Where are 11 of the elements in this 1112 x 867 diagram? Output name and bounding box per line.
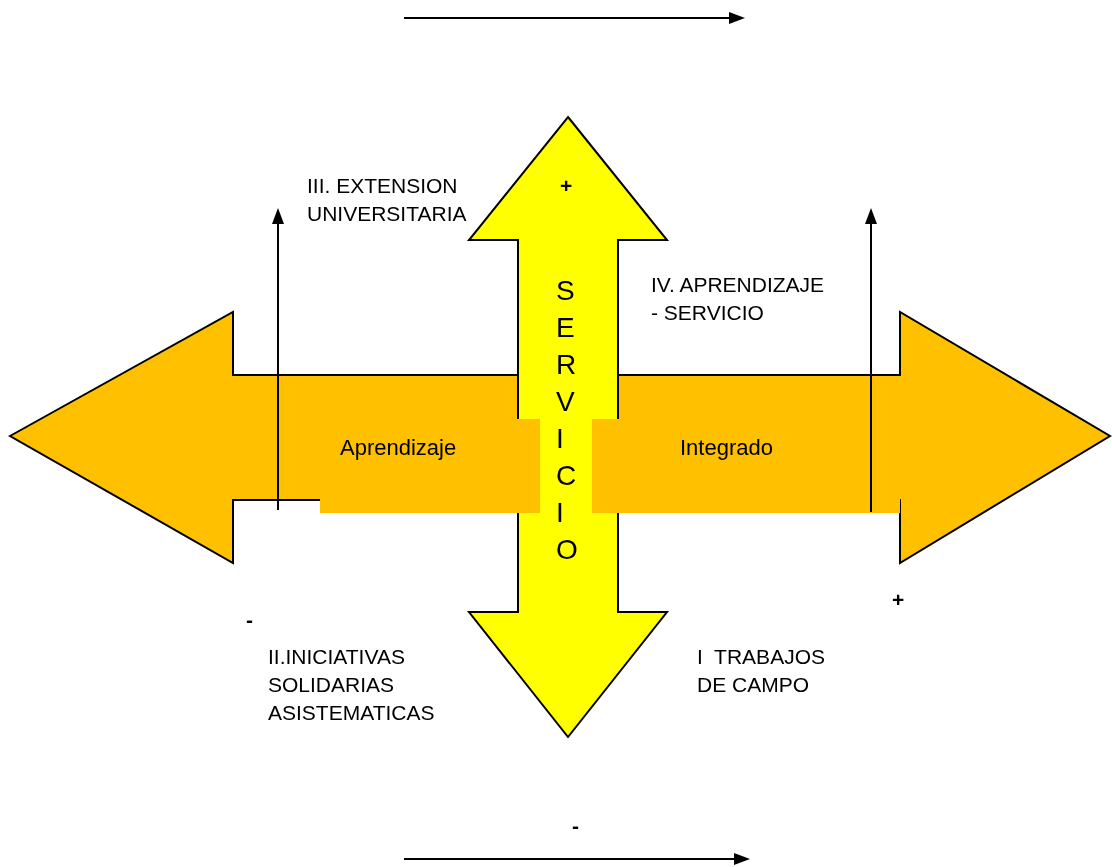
sign-label: - (246, 608, 253, 631)
box-label: Integrado (680, 435, 773, 460)
sign-label: + (560, 174, 573, 197)
quadrant-label: II.INICIATIVAS SOLIDARIAS ASISTEMATICAS (268, 645, 435, 724)
vertical-text: SERVICIO (556, 274, 579, 567)
sign-label: - (572, 814, 579, 837)
quadrant-label: I TRABAJOS DE CAMPO (697, 645, 826, 696)
quadrant-label: IV. APRENDIZAJE - SERVICIO (651, 273, 826, 324)
box-label: Aprendizaje (340, 435, 457, 460)
quadrant-label: III. EXTENSION UNIVERSITARIA (307, 174, 467, 225)
sign-label: + (892, 588, 905, 611)
